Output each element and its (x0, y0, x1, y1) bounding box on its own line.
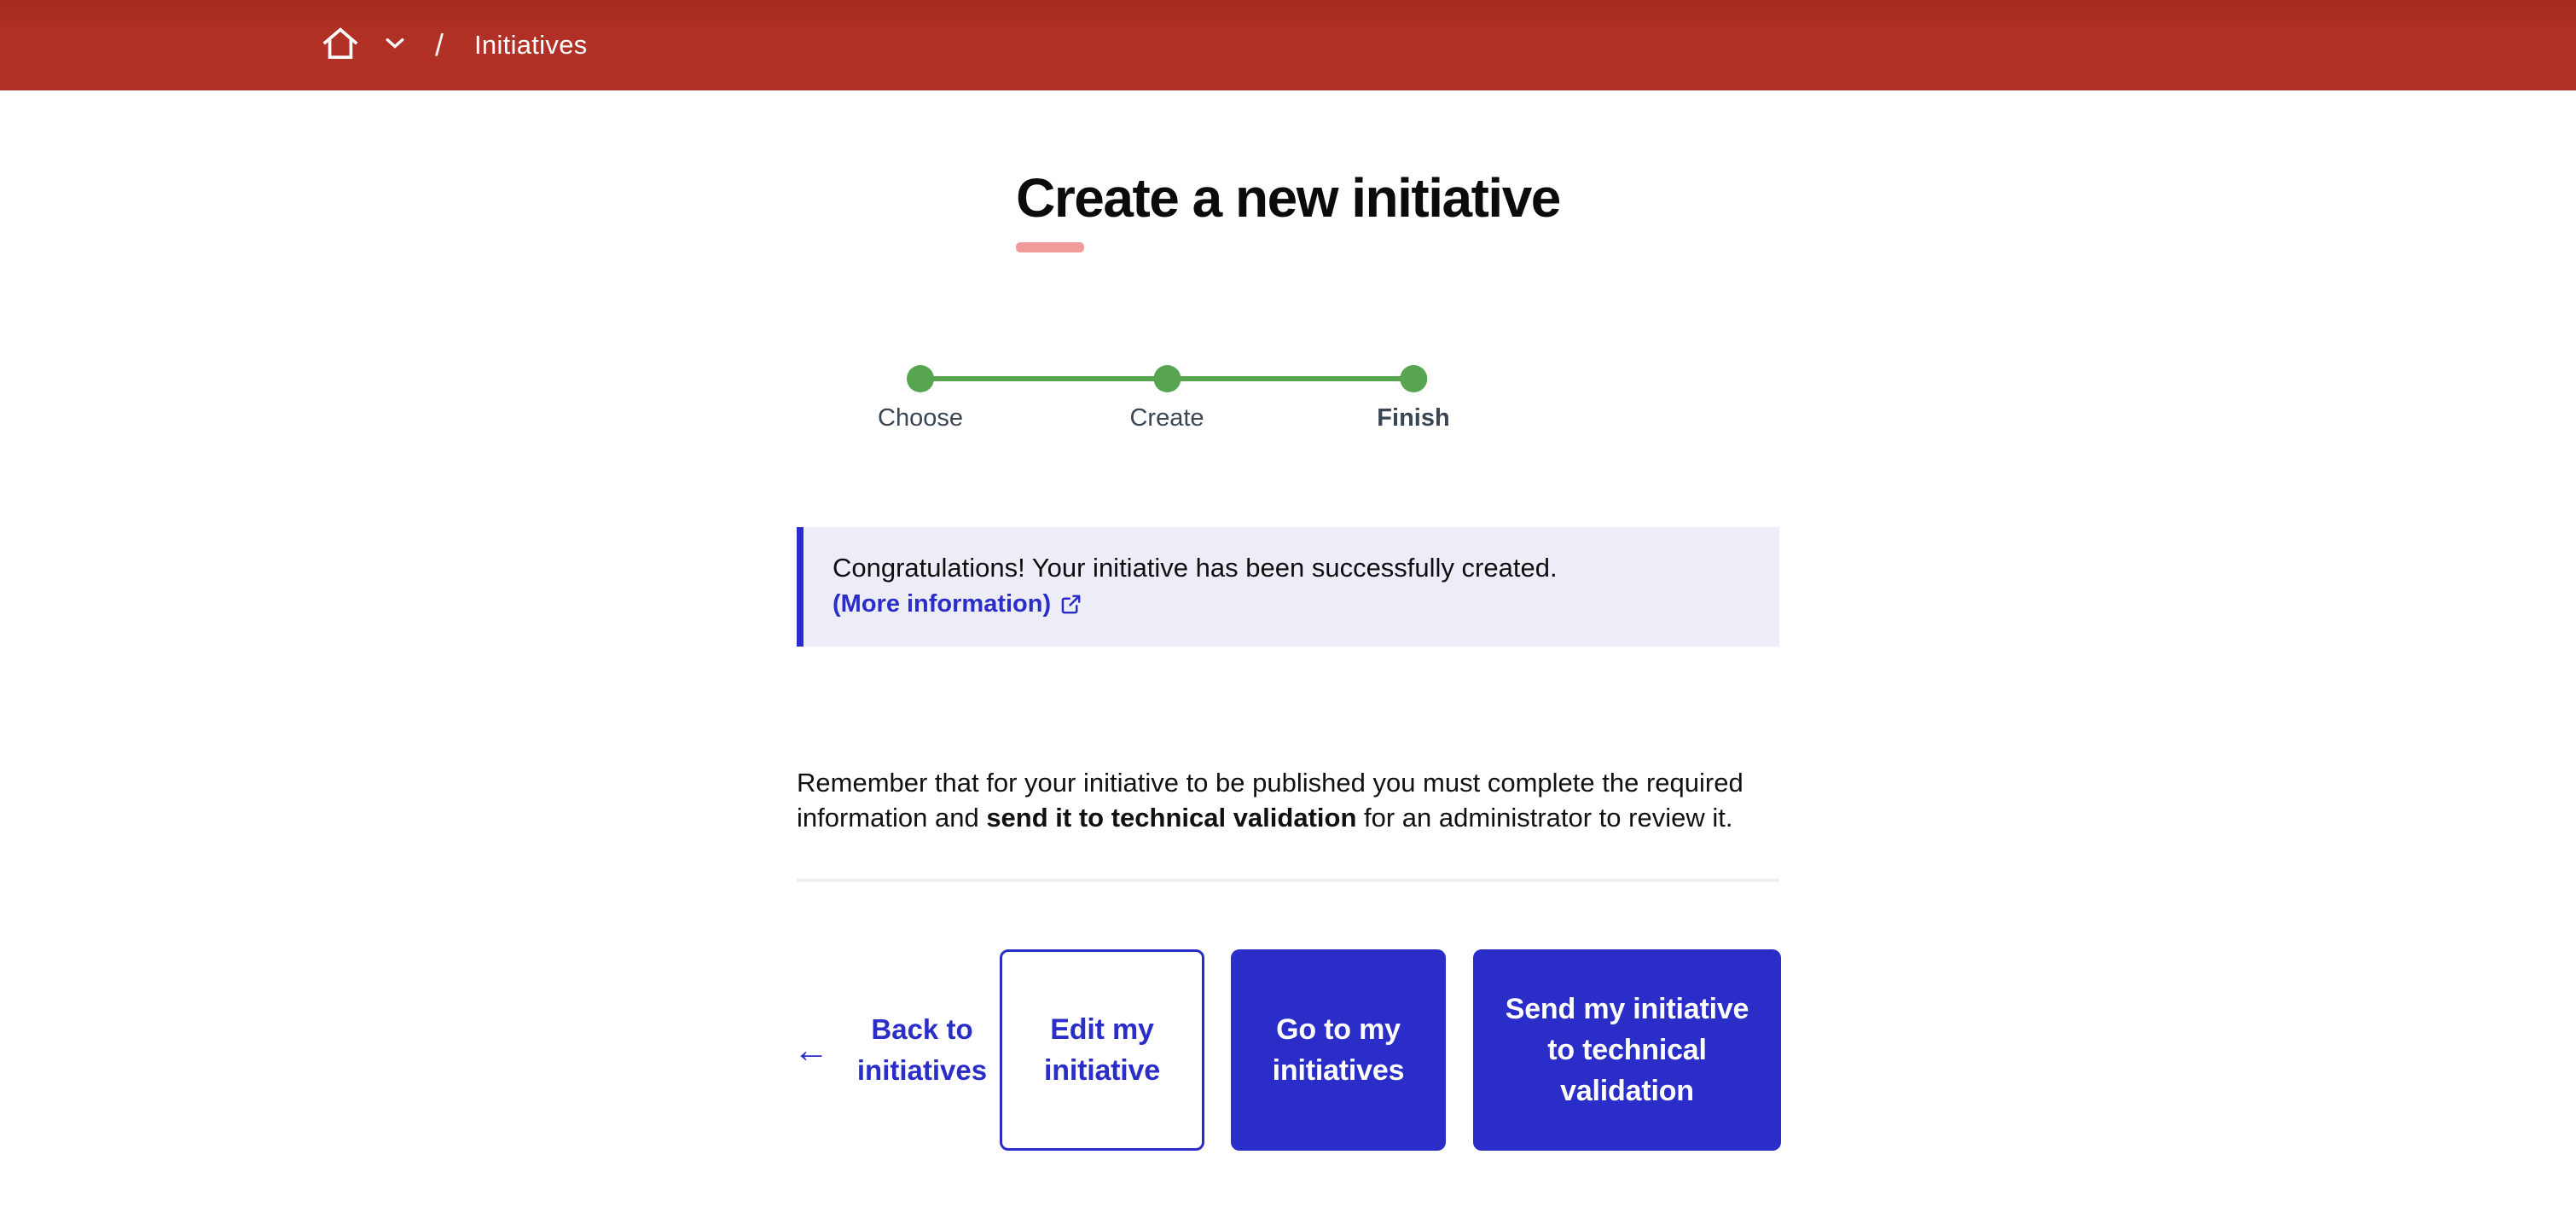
external-link-icon (1059, 593, 1082, 616)
title-section: Create a new initiative (0, 167, 2576, 252)
wizard-steps: Choose Create Finish (878, 365, 1450, 450)
back-to-initiatives-link[interactable]: ← Back to initiatives (793, 949, 1003, 1151)
wizard-step-label: Create (1129, 404, 1204, 432)
reminder-text-part: Remember that for your initiative to be … (797, 768, 1743, 833)
edit-initiative-button[interactable]: Edit my initiative (1000, 949, 1204, 1151)
arrow-left-icon: ← (793, 1030, 829, 1070)
wizard-step-dot (1152, 365, 1181, 392)
wizard-step-dot (907, 365, 934, 392)
wizard-step-label: Finish (1377, 404, 1450, 432)
back-to-initiatives-label: Back to initiatives (856, 1013, 988, 1086)
go-to-initiatives-button[interactable]: Go to my initiatives (1231, 949, 1446, 1151)
success-callout: Congratulations! Your initiative has bee… (797, 527, 1779, 647)
more-information-label: (More information) (833, 590, 1052, 618)
breadcrumb-home[interactable] (322, 26, 358, 66)
home-icon (322, 26, 358, 66)
wizard-step-choose: Choose (878, 365, 963, 432)
send-to-validation-button[interactable]: Send my initiative to technical validati… (1473, 949, 1781, 1151)
more-information-link[interactable]: (More information) (833, 587, 1082, 621)
reminder-text-part: for an administrator to review it. (1356, 803, 1733, 833)
breadcrumb-separator: / (435, 27, 444, 62)
wizard-step-dot (1399, 365, 1427, 392)
divider (797, 879, 1779, 882)
reminder-text: Remember that for your initiative to be … (797, 765, 1788, 835)
wizard-step-create: Create (1129, 365, 1204, 432)
success-message: Congratulations! Your initiative has bee… (833, 553, 1558, 583)
page-title: Create a new initiative (1016, 167, 1561, 252)
wizard-step-label: Choose (878, 404, 963, 432)
breadcrumb-expand[interactable] (386, 38, 404, 54)
wizard-step-finish: Finish (1377, 365, 1450, 432)
top-bar: / Initiatives (0, 0, 2576, 90)
chevron-down-icon (386, 38, 404, 54)
breadcrumb-current: Initiatives (474, 30, 588, 60)
reminder-text-bold: send it to technical validation (986, 803, 1357, 833)
